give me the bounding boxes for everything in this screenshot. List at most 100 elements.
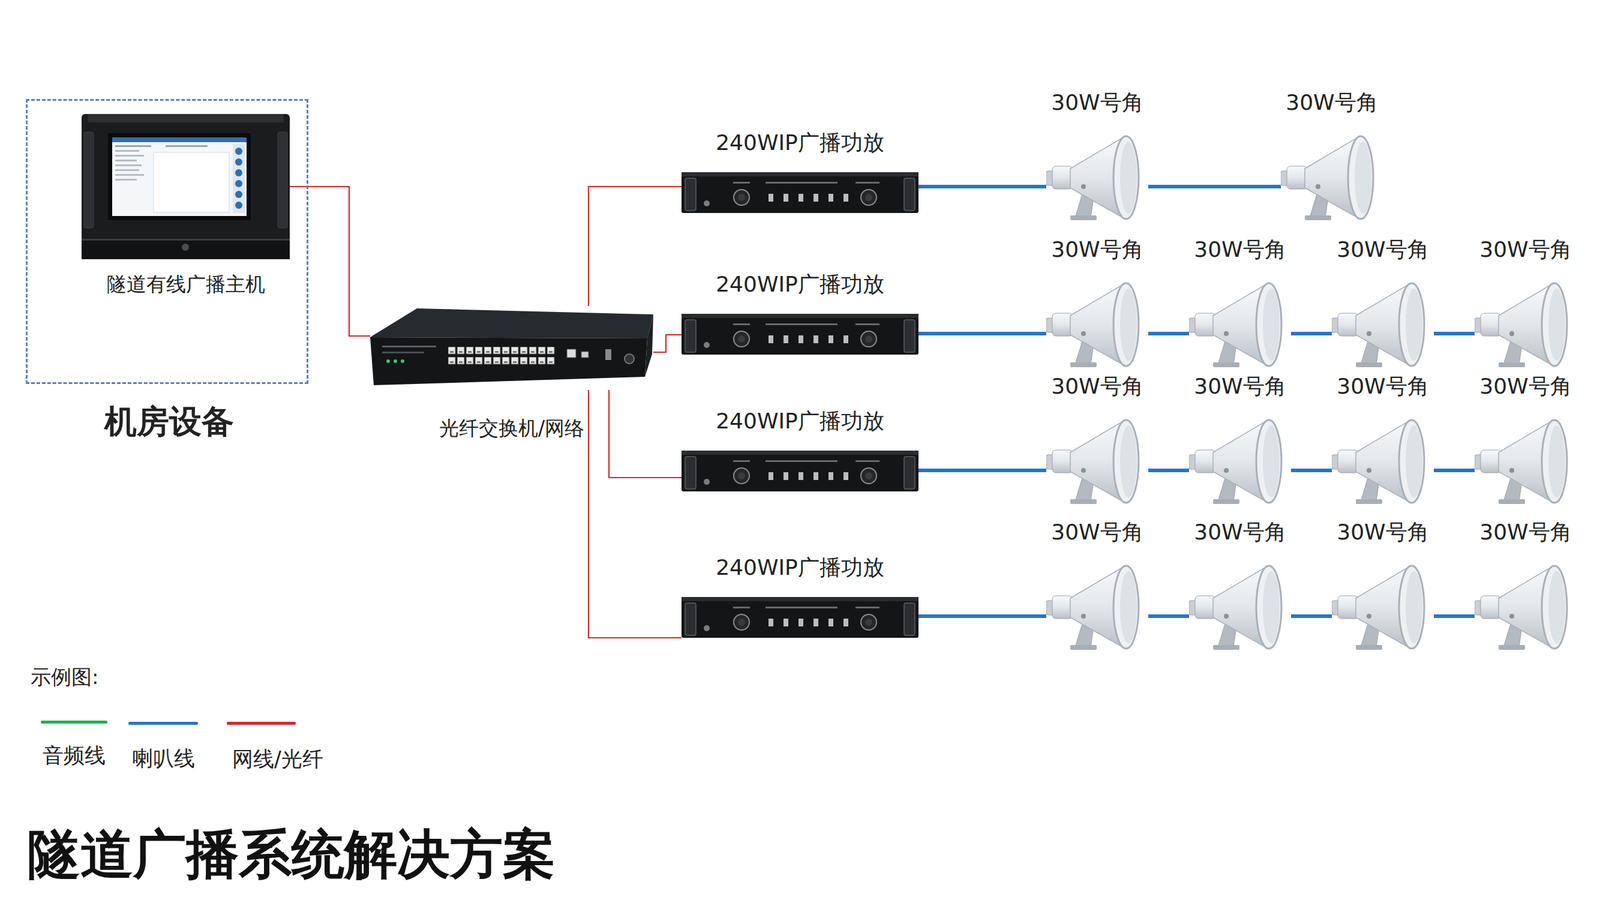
ip-amplifier-drawing <box>681 596 919 638</box>
horn-speaker-icon <box>1189 562 1292 653</box>
speaker-cable <box>918 331 1047 336</box>
horn-speaker-drawing <box>1280 136 1374 221</box>
device-label: 30W号角 <box>974 236 1221 263</box>
horn-speaker-drawing <box>1474 419 1568 504</box>
device-label: 30W号角 <box>974 373 1221 400</box>
device-label: 30W号角 <box>1259 373 1506 400</box>
device-label: 30W号角 <box>1117 518 1364 546</box>
horn-speaker-icon <box>1474 562 1577 653</box>
horn-speaker-drawing <box>1046 283 1139 368</box>
horn-speaker-icon <box>1189 279 1292 370</box>
horn-speaker-icon <box>1280 132 1383 223</box>
horn-speaker-drawing <box>1046 419 1139 504</box>
broadcast-host: 隧道有线广播主机 <box>81 113 290 260</box>
device-label: 30W号角 <box>1259 518 1506 546</box>
horn-speaker-drawing <box>1474 565 1568 650</box>
device-label: 30W号角 <box>1402 518 1600 546</box>
ip-amplifier-icon <box>681 450 919 494</box>
device-label: 30W号角 <box>1117 236 1364 263</box>
horn-speaker-icon <box>1189 416 1292 507</box>
speaker-cable <box>1433 468 1475 473</box>
horn-speaker-icon <box>1331 562 1434 653</box>
legend-swatch <box>40 720 108 724</box>
speaker-cable <box>1433 614 1475 618</box>
device-label: 30W号角 <box>1402 373 1600 400</box>
speaker-cable <box>918 614 1047 618</box>
legend-label: 音频线 <box>13 742 134 769</box>
equipment-room-group: 机房设备隧道有线广播主机 <box>25 98 309 384</box>
horn-speaker-icon <box>1046 279 1149 370</box>
device-label: 30W号角 <box>1117 373 1364 400</box>
horn-speaker-drawing <box>1046 565 1139 650</box>
horn-speaker-drawing <box>1189 565 1282 650</box>
fiber-switch-drawing <box>370 308 654 386</box>
horn-speaker-icon <box>1474 279 1577 370</box>
device-label: 30W号角 <box>1402 236 1600 263</box>
group-heading: 机房设备 <box>0 403 383 440</box>
horn-speaker: 30W号角 <box>1331 279 1434 370</box>
horn-speaker: 30W号角 <box>1046 562 1149 653</box>
horn-speaker: 30W号角 <box>1474 279 1577 370</box>
legend-label: 喇叭线 <box>103 745 224 772</box>
broadcast-host-drawing <box>81 113 290 260</box>
horn-speaker-drawing <box>1189 283 1282 368</box>
device-label: 240WIP广播功放 <box>609 129 991 156</box>
speaker-cable <box>1148 331 1190 336</box>
horn-speaker: 30W号角 <box>1189 416 1292 507</box>
horn-speaker: 30W号角 <box>1331 562 1434 653</box>
horn-speaker: 30W号角 <box>1046 132 1149 223</box>
device-label: 240WIP广播功放 <box>609 554 991 581</box>
page-title: 隧道广播系统解决方案 <box>27 823 556 886</box>
speaker-cable <box>1291 331 1332 336</box>
device-label: 240WIP广播功放 <box>609 271 991 298</box>
fiber-switch: 光纤交换机/网络 <box>370 305 654 390</box>
speaker-cable <box>1148 184 1281 189</box>
speaker-cable <box>1291 614 1332 618</box>
horn-speaker-drawing <box>1331 565 1425 650</box>
horn-speaker-drawing <box>1474 283 1568 368</box>
fiber-switch-icon <box>370 305 654 390</box>
speaker-cable <box>1148 468 1190 473</box>
horn-speaker: 30W号角 <box>1189 279 1292 370</box>
network-cable <box>289 186 371 336</box>
device-label: 隧道有线广播主机 <box>9 272 362 297</box>
horn-speaker: 30W号角 <box>1189 562 1292 653</box>
ip-amplifier-icon <box>681 172 919 216</box>
network-cable <box>608 389 682 478</box>
horn-speaker-icon <box>1046 562 1149 653</box>
horn-speaker: 30W号角 <box>1474 416 1577 507</box>
broadcast-host-icon <box>81 113 290 260</box>
legend-heading: 示例图: <box>30 663 99 690</box>
legend-swatch <box>128 721 198 725</box>
device-label: 240WIP广播功放 <box>609 407 991 435</box>
ip-amplifier: 240WIP广播功放 <box>681 313 919 357</box>
ip-amplifier-icon <box>681 596 919 641</box>
horn-speaker-icon <box>1474 416 1577 507</box>
horn-speaker-drawing <box>1189 419 1282 504</box>
horn-speaker-drawing <box>1046 136 1139 221</box>
ip-amplifier-icon <box>681 313 919 357</box>
horn-speaker-icon <box>1046 132 1149 223</box>
device-label: 30W号角 <box>974 89 1221 116</box>
device-label: 30W号角 <box>974 518 1221 546</box>
horn-speaker-icon <box>1331 416 1434 507</box>
ip-amplifier-drawing <box>681 313 919 355</box>
device-label: 30W号角 <box>1208 89 1455 116</box>
speaker-cable <box>1433 331 1475 336</box>
ip-amplifier: 240WIP广播功放 <box>681 596 919 641</box>
horn-speaker-icon <box>1331 279 1434 370</box>
horn-speaker: 30W号角 <box>1046 279 1149 370</box>
ip-amplifier-drawing <box>681 172 919 213</box>
speaker-cable <box>1291 468 1332 473</box>
device-label: 30W号角 <box>1259 236 1506 263</box>
horn-speaker: 30W号角 <box>1331 416 1434 507</box>
ip-amplifier: 240WIP广播功放 <box>681 450 919 494</box>
horn-speaker-drawing <box>1331 419 1425 504</box>
ip-amplifier: 240WIP广播功放 <box>681 172 919 216</box>
horn-speaker: 30W号角 <box>1280 132 1383 223</box>
speaker-cable <box>918 468 1047 473</box>
network-cable <box>588 389 682 638</box>
horn-speaker: 30W号角 <box>1046 416 1149 507</box>
network-cable <box>653 334 682 353</box>
